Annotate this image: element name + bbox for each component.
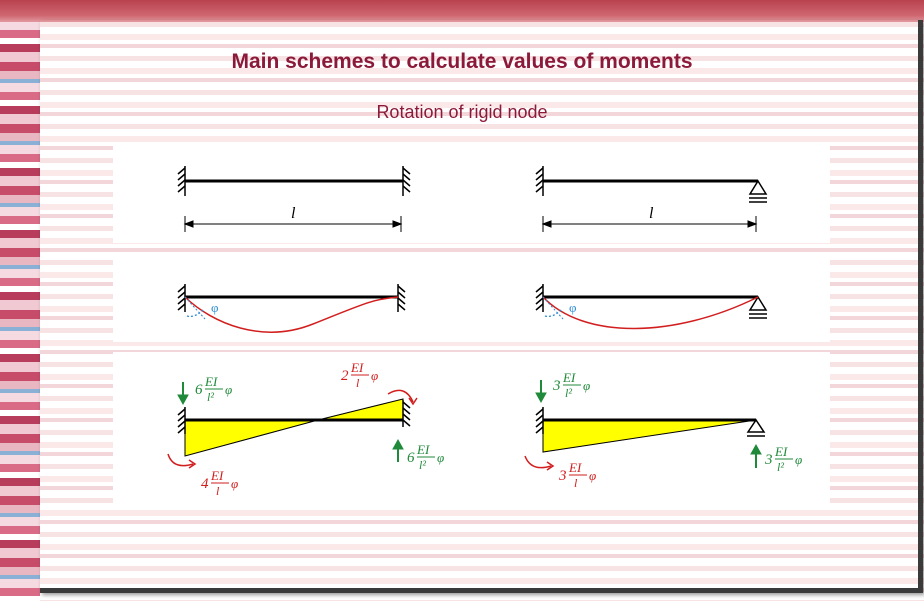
svg-text:EI: EI (568, 460, 582, 475)
moment-label-left: 4 EI l φ (201, 468, 238, 498)
svg-text:l: l (356, 376, 360, 390)
span-label-right: l (649, 205, 654, 222)
moment-diagram-fixed-fixed: 6 EI l² φ 2 EI l φ 6 EI l² φ (167, 360, 444, 498)
fixed-support-left-icon (177, 166, 186, 196)
reaction-label-left: 3 EI l² φ (552, 370, 590, 400)
svg-text:φ: φ (371, 368, 378, 383)
pin-support-icon (748, 179, 768, 203)
svg-text:l: l (216, 484, 220, 498)
angle-label-right: φ (569, 300, 577, 315)
svg-text:EI: EI (204, 374, 218, 389)
slide-title: Main schemes to calculate values of mome… (231, 50, 693, 73)
fixed-support-right-icon (402, 166, 411, 196)
fixed-pinned-beam: l (535, 166, 768, 232)
moment-label-right: 2 EI l φ (341, 360, 378, 390)
fixed-support-right-icon (402, 400, 411, 427)
svg-text:2: 2 (341, 368, 349, 384)
moment-label-left: 3 EI l φ (558, 460, 596, 490)
decorative-left-bar (0, 0, 40, 601)
rotation-angle-icon (544, 309, 562, 318)
svg-text:l²: l² (565, 386, 572, 400)
moment-area-lower (184, 419, 319, 457)
svg-text:φ: φ (437, 450, 444, 465)
svg-text:3: 3 (552, 378, 561, 394)
moment-arc-icon (524, 455, 552, 469)
svg-text:EI: EI (210, 468, 224, 483)
arrow-down-icon (177, 382, 189, 406)
arrow-up-icon (750, 443, 762, 468)
svg-text:6: 6 (407, 450, 415, 466)
beam-schemes-svg: l l (177, 166, 768, 232)
fixed-support-icon (535, 166, 544, 196)
reaction-label-right: 6 EI l² φ (407, 442, 444, 472)
moment-arc-left-icon (167, 453, 194, 467)
beam-schemes-panel: l l (113, 146, 830, 243)
reaction-label-right: 3 EI l² φ (764, 444, 802, 474)
deflection-curve (184, 296, 399, 333)
svg-text:EI: EI (774, 444, 788, 459)
span-label-left: l (291, 205, 296, 222)
svg-text:φ: φ (231, 476, 238, 491)
svg-text:φ: φ (225, 382, 232, 397)
svg-text:EI: EI (350, 360, 364, 375)
fixed-support-right-icon (397, 284, 406, 312)
pin-support-icon (748, 295, 768, 319)
fixed-support-left-icon (177, 407, 186, 434)
angle-label-left: φ (211, 300, 219, 315)
svg-text:l²: l² (207, 390, 214, 404)
svg-text:φ: φ (583, 378, 590, 393)
deformed-fixed-pinned: φ (535, 284, 768, 330)
deformed-shape-panel: φ φ (113, 254, 830, 342)
deformed-shape-svg: φ φ (177, 284, 768, 333)
svg-text:φ: φ (795, 452, 802, 467)
span-dimension-right (541, 216, 758, 232)
pin-support-icon (746, 418, 766, 437)
deformed-fixed-fixed: φ (177, 284, 406, 333)
svg-text:EI: EI (562, 370, 576, 385)
svg-text:l²: l² (419, 458, 426, 472)
arrow-down-icon (535, 380, 547, 404)
fixed-support-icon (535, 284, 544, 312)
moment-diagram-fixed-pinned: 3 EI l² φ 3 EI l φ 3 EI l² φ (524, 370, 802, 490)
svg-text:l²: l² (777, 460, 784, 474)
slide-subtitle: Rotation of rigid node (376, 102, 548, 122)
arrow-up-icon (392, 438, 404, 462)
moment-arc-right-icon (387, 389, 414, 403)
moment-area (542, 419, 757, 453)
svg-text:3: 3 (558, 468, 567, 484)
fixed-support-left-icon (177, 284, 186, 312)
span-dimension-left (183, 216, 403, 232)
svg-text:4: 4 (201, 476, 209, 492)
svg-text:l: l (574, 476, 578, 490)
fixed-fixed-beam: l (177, 166, 411, 232)
moment-diagram-panel: 6 EI l² φ 2 EI l φ 6 EI l² φ (113, 352, 830, 504)
slide-frame (40, 20, 923, 593)
decorative-top-bar (0, 0, 924, 22)
moment-diagram-svg: 6 EI l² φ 2 EI l φ 6 EI l² φ (167, 360, 802, 498)
rotation-angle-icon (186, 309, 204, 318)
svg-text:EI: EI (416, 442, 430, 457)
fixed-support-icon (535, 407, 544, 434)
moment-area-upper (317, 398, 404, 421)
svg-text:3: 3 (764, 452, 773, 468)
reaction-label-left: 6 EI l² φ (195, 374, 232, 404)
svg-text:6: 6 (195, 382, 203, 398)
svg-text:φ: φ (589, 468, 596, 483)
